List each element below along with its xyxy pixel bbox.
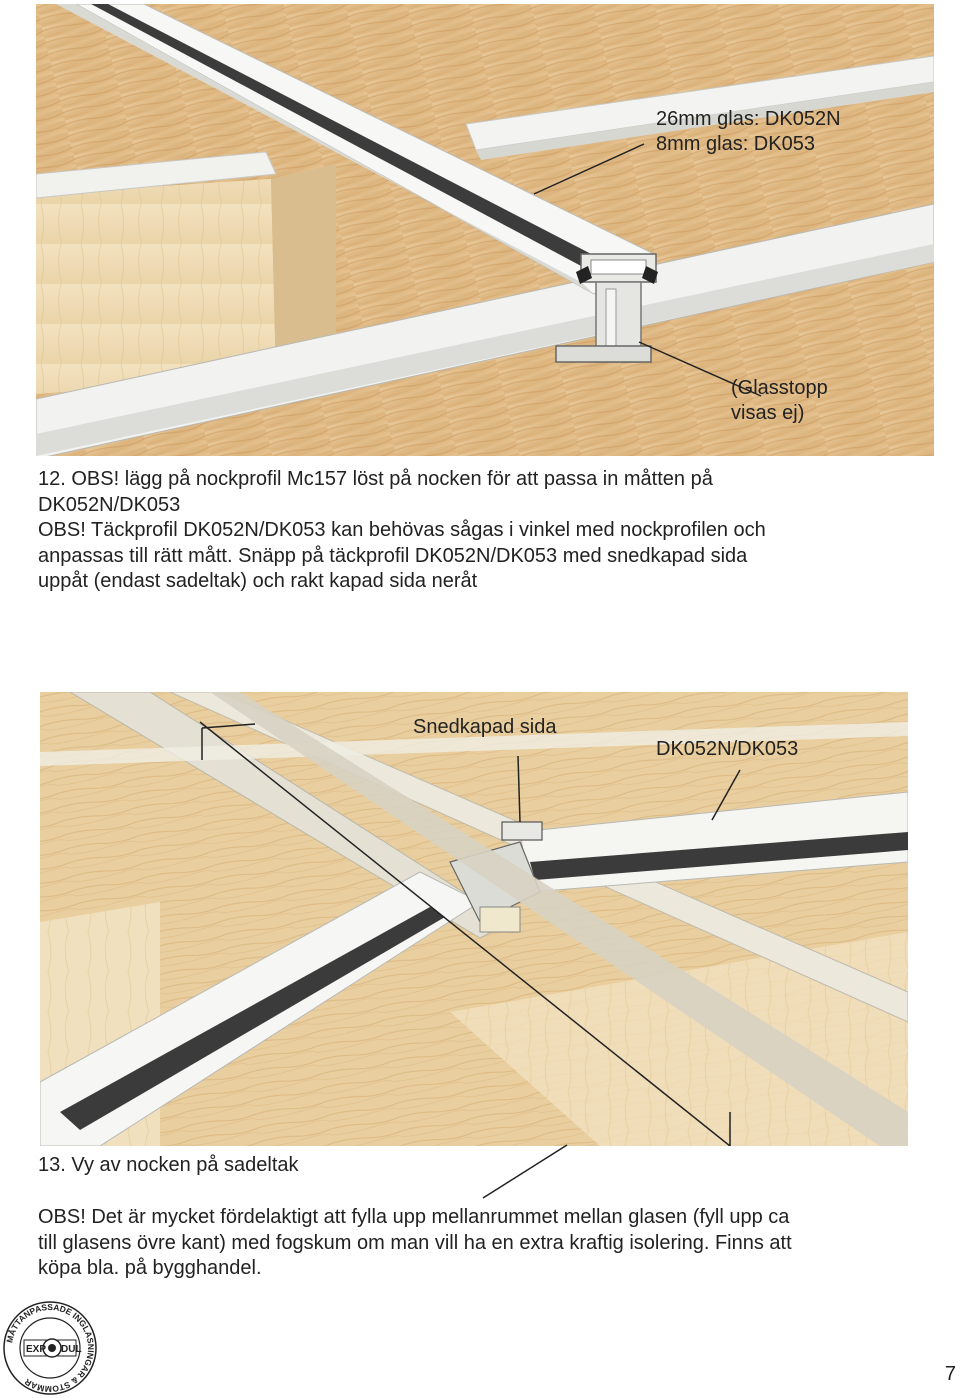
step-12-line-1: 12. OBS! lägg på nockprofil Mc157 löst p… bbox=[38, 468, 713, 490]
ridge-line bbox=[199, 721, 731, 1146]
step-12-text: 12. OBS! lägg på nockprofil Mc157 löst p… bbox=[38, 467, 938, 595]
expodul-logo: MÅTTANPASSADE INGLASNINGAR & STOMMAR EXP… bbox=[3, 1301, 97, 1395]
leader-line-obs bbox=[482, 1144, 568, 1199]
profile-cross-section bbox=[555, 253, 658, 363]
leader-line-glasstopp bbox=[638, 341, 762, 397]
step-12-line-5: uppåt (endast sadeltak) och rakt kapad s… bbox=[38, 570, 478, 592]
figure-nock-profile-closeup bbox=[36, 4, 934, 456]
label-glass-8mm: 8mm glas: DK053 bbox=[656, 133, 815, 155]
leader-line-snedkapad bbox=[517, 755, 521, 823]
logo-left-text: EXP bbox=[26, 1344, 46, 1355]
figure-ridge-saddle-roof bbox=[40, 692, 908, 1146]
label-glasstopp-2: visas ej) bbox=[731, 402, 805, 424]
step-12-line-3: OBS! Täckprofil DK052N/DK053 kan behövas… bbox=[38, 519, 766, 541]
label-snedkapad-sida: Snedkapad sida bbox=[413, 716, 557, 738]
ridge-illustration bbox=[40, 692, 908, 1146]
page-number: 7 bbox=[944, 1363, 956, 1385]
leader-line-glass bbox=[533, 143, 645, 195]
obs-line-2: till glasens övre kant) med fogskum om m… bbox=[38, 1231, 792, 1254]
label-glass-26mm: 26mm glas: DK052N bbox=[656, 108, 841, 130]
obs-line-3: köpa bla. på bygghandel. bbox=[38, 1257, 262, 1279]
step-12-line-2: DK052N/DK053 bbox=[38, 493, 181, 516]
label-glasstopp-1: (Glasstopp bbox=[731, 377, 828, 399]
step-13-caption: 13. Vy av nocken på sadeltak bbox=[38, 1154, 299, 1176]
step-12-line-4: anpassas till rätt mått. Snäpp på täckpr… bbox=[38, 544, 748, 567]
label-dk052n-dk053: DK052N/DK053 bbox=[656, 738, 799, 760]
logo-right-text: DUL bbox=[61, 1344, 82, 1355]
obs-line-1: OBS! Det är mycket fördelaktigt att fyll… bbox=[38, 1206, 790, 1228]
leader-line-profile bbox=[711, 769, 741, 821]
step-13-obs-text: OBS! Det är mycket fördelaktigt att fyll… bbox=[38, 1205, 938, 1282]
nock-profile-illustration bbox=[36, 4, 934, 456]
